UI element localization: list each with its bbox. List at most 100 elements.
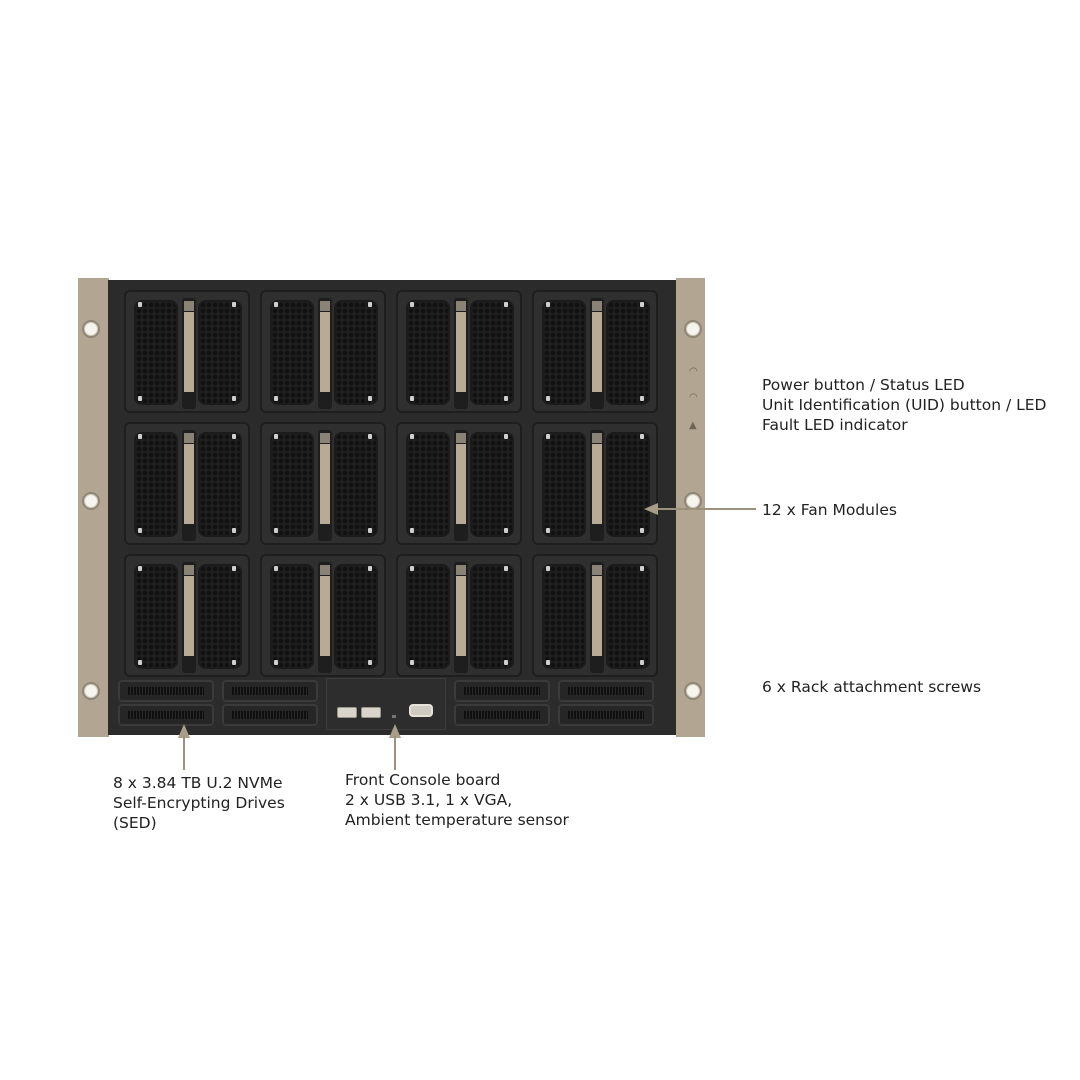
callout-line: Front Console board bbox=[345, 771, 501, 789]
bolt-icon bbox=[274, 660, 278, 665]
bolt-icon bbox=[504, 566, 508, 571]
fan-module[interactable] bbox=[532, 554, 658, 677]
bolt-icon bbox=[138, 528, 142, 533]
fan-pull-handle[interactable] bbox=[454, 562, 468, 673]
usb-port-icon[interactable] bbox=[361, 707, 381, 718]
callout-line: Ambient temperature sensor bbox=[345, 811, 569, 829]
fan-pull-handle[interactable] bbox=[318, 562, 332, 673]
bolt-icon bbox=[138, 434, 142, 439]
nvme-drive-bay[interactable] bbox=[558, 680, 654, 702]
fan-module[interactable] bbox=[396, 422, 522, 545]
bolt-icon bbox=[368, 528, 372, 533]
bolt-icon bbox=[640, 434, 644, 439]
fan-module[interactable] bbox=[396, 554, 522, 677]
fan-module[interactable] bbox=[260, 422, 386, 545]
uid-button-icon[interactable]: ◠ bbox=[689, 392, 698, 403]
bolt-icon bbox=[232, 566, 236, 571]
callout-line: Unit Identification (UID) button / LED bbox=[762, 396, 1047, 414]
console-arrow-icon bbox=[389, 724, 401, 738]
fan-module[interactable] bbox=[532, 290, 658, 413]
fan-grille bbox=[334, 564, 378, 669]
nvme-drive-bay[interactable] bbox=[454, 680, 550, 702]
callout-line: 12 x Fan Modules bbox=[762, 501, 897, 519]
fan-grille bbox=[606, 432, 650, 537]
nvme-drive-bay[interactable] bbox=[222, 704, 318, 726]
fan-pull-handle[interactable] bbox=[318, 430, 332, 541]
fan-grille bbox=[334, 432, 378, 537]
fan-pull-handle[interactable] bbox=[182, 430, 196, 541]
fan-pull-handle[interactable] bbox=[590, 562, 604, 673]
bolt-icon bbox=[232, 434, 236, 439]
bolt-icon bbox=[232, 396, 236, 401]
rack-screw-icon bbox=[82, 320, 100, 338]
bolt-icon bbox=[368, 434, 372, 439]
fan-module[interactable] bbox=[124, 290, 250, 413]
bolt-icon bbox=[274, 566, 278, 571]
fan-grille bbox=[542, 300, 586, 405]
bolt-icon bbox=[410, 396, 414, 401]
usb-port-icon[interactable] bbox=[337, 707, 357, 718]
fan-grille bbox=[134, 300, 178, 405]
fan-pull-handle[interactable] bbox=[590, 298, 604, 409]
fan-pull-handle[interactable] bbox=[182, 562, 196, 673]
bolt-icon bbox=[640, 528, 644, 533]
bolt-icon bbox=[546, 434, 550, 439]
fan-module[interactable] bbox=[396, 290, 522, 413]
bolt-icon bbox=[410, 566, 414, 571]
bolt-icon bbox=[232, 660, 236, 665]
fan-grille bbox=[134, 432, 178, 537]
fan-grille bbox=[270, 564, 314, 669]
nvme-drive-bay[interactable] bbox=[558, 704, 654, 726]
fan-pull-handle[interactable] bbox=[590, 430, 604, 541]
bolt-icon bbox=[368, 566, 372, 571]
bolt-icon bbox=[138, 396, 142, 401]
bolt-icon bbox=[138, 302, 142, 307]
fan-grille bbox=[406, 300, 450, 405]
fan-pull-handle[interactable] bbox=[318, 298, 332, 409]
fan-grille bbox=[606, 300, 650, 405]
rack-screw-icon bbox=[684, 682, 702, 700]
bolt-icon bbox=[410, 660, 414, 665]
fan-pull-handle[interactable] bbox=[454, 298, 468, 409]
fan-module[interactable] bbox=[532, 422, 658, 545]
fan-pull-handle[interactable] bbox=[454, 430, 468, 541]
fan-module[interactable] bbox=[124, 554, 250, 677]
fan-leader-line bbox=[656, 508, 756, 510]
callout-line: Fault LED indicator bbox=[762, 416, 908, 434]
fan-pull-handle[interactable] bbox=[182, 298, 196, 409]
fan-grille bbox=[470, 300, 514, 405]
bolt-icon bbox=[274, 528, 278, 533]
bolt-icon bbox=[368, 302, 372, 307]
nvme-drive-bay[interactable] bbox=[118, 680, 214, 702]
screws-callout: 6 x Rack attachment screws bbox=[762, 677, 981, 697]
console-leader-line bbox=[394, 736, 396, 770]
bolt-icon bbox=[504, 434, 508, 439]
fault-led-icon: ▲ bbox=[689, 420, 697, 431]
bolt-icon bbox=[274, 396, 278, 401]
bolt-icon bbox=[274, 434, 278, 439]
fan-arrow-icon bbox=[644, 503, 658, 515]
nvme-drive-bay[interactable] bbox=[454, 704, 550, 726]
fan-module[interactable] bbox=[260, 554, 386, 677]
bolt-icon bbox=[546, 528, 550, 533]
fan-module[interactable] bbox=[260, 290, 386, 413]
fan-grille bbox=[198, 300, 242, 405]
bolt-icon bbox=[410, 528, 414, 533]
fan-module[interactable] bbox=[124, 422, 250, 545]
bolt-icon bbox=[640, 302, 644, 307]
fan-grille bbox=[542, 564, 586, 669]
bolt-icon bbox=[504, 302, 508, 307]
controls-callout: Power button / Status LED Unit Identific… bbox=[762, 375, 1046, 435]
vga-port-icon[interactable] bbox=[409, 704, 433, 717]
bolt-icon bbox=[546, 566, 550, 571]
rack-screw-icon bbox=[684, 320, 702, 338]
fan-grille bbox=[134, 564, 178, 669]
nvme-drive-bay[interactable] bbox=[118, 704, 214, 726]
bolt-icon bbox=[504, 660, 508, 665]
bolt-icon bbox=[410, 302, 414, 307]
bolt-icon bbox=[546, 302, 550, 307]
bolt-icon bbox=[232, 528, 236, 533]
nvme-drive-bay[interactable] bbox=[222, 680, 318, 702]
fan-grille bbox=[470, 564, 514, 669]
power-button-icon[interactable]: ◠ bbox=[689, 366, 698, 377]
